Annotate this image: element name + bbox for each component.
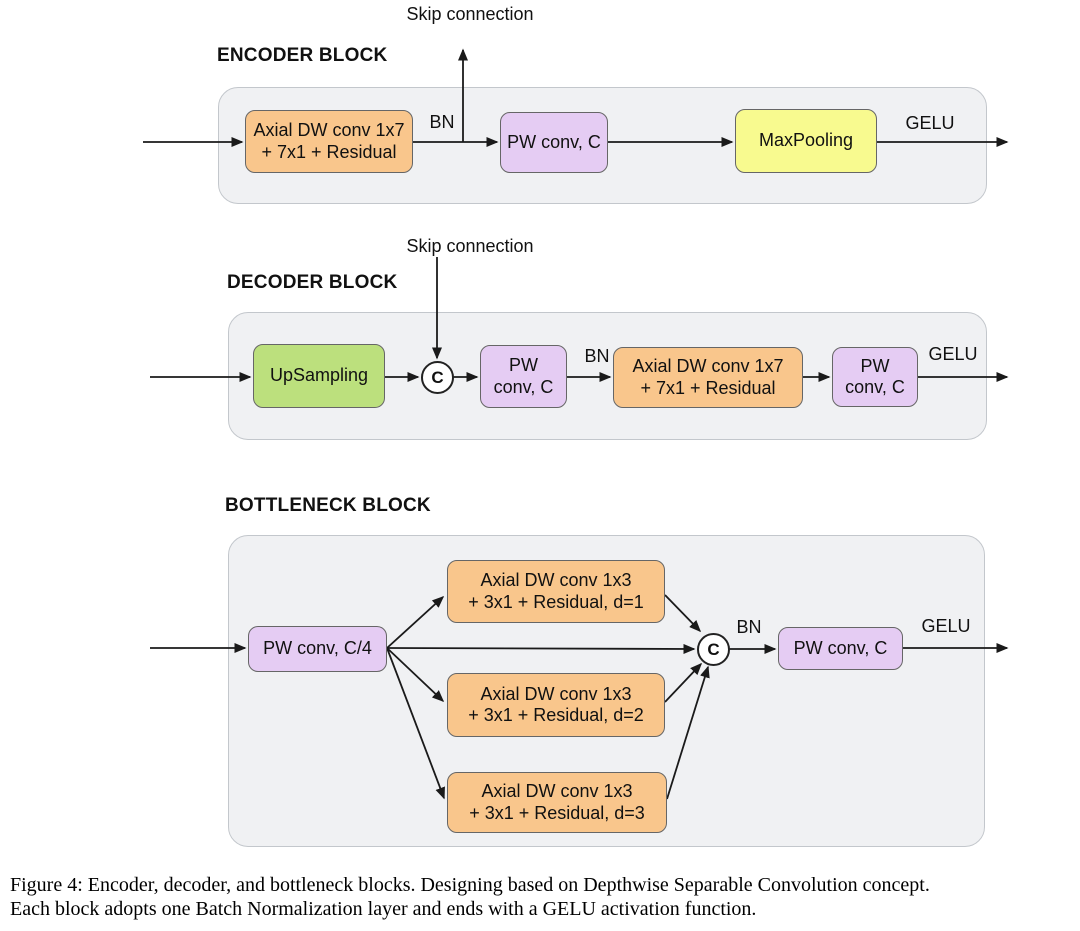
decoder-axial-dw-conv-box: Axial DW conv 1x7 + 7x1 + Residual <box>613 347 803 408</box>
bottleneck-branch2-box: Axial DW conv 1x3 + 3x1 + Residual, d=2 <box>447 673 665 737</box>
encoder-axial-dw-conv-box: Axial DW conv 1x7 + 7x1 + Residual <box>245 110 413 173</box>
bottleneck-fanout-branch3-arrow <box>386 647 445 800</box>
bottleneck-block-title: BOTTLENECK BLOCK <box>225 495 431 516</box>
bottleneck-concat-node: C <box>697 633 730 666</box>
decoder-skip-connection-label: Skip connection <box>406 236 534 256</box>
encoder-bn-label: BN <box>429 112 455 132</box>
bottleneck-branch3-to-concat-arrow <box>666 665 710 800</box>
encoder-maxpooling-box: MaxPooling <box>735 109 877 173</box>
bottleneck-fanout-branch2-arrow <box>386 647 445 703</box>
bottleneck-fanout-branch1-arrow <box>386 595 445 649</box>
bottleneck-gelu-label: GELU <box>921 616 971 636</box>
bottleneck-bn-label: BN <box>736 617 762 637</box>
bottleneck-branch3-box: Axial DW conv 1x3 + 3x1 + Residual, d=3 <box>447 772 667 833</box>
figure-caption-line1: Figure 4: Encoder, decoder, and bottlene… <box>10 874 930 896</box>
bottleneck-pw-conv-in-box: PW conv, C/4 <box>248 626 387 672</box>
decoder-pw-conv-out-box: PW conv, C <box>832 347 918 407</box>
decoder-bn-label: BN <box>584 346 610 366</box>
bottleneck-branch1-to-concat-arrow <box>664 594 702 633</box>
decoder-pw-conv-in-box: PW conv, C <box>480 345 567 408</box>
encoder-pw-conv-box: PW conv, C <box>500 112 608 173</box>
encoder-gelu-label: GELU <box>905 113 955 133</box>
figure-caption: Figure 4: Encoder, decoder, and bottlene… <box>10 873 1074 921</box>
bottleneck-fanout-concat-arrow <box>386 643 696 654</box>
encoder-skip-connection-label: Skip connection <box>406 4 534 24</box>
bottleneck-pw-conv-out-box: PW conv, C <box>778 627 903 670</box>
figure-caption-line2: Each block adopts one Batch Normalizatio… <box>10 898 757 920</box>
bottleneck-branch1-box: Axial DW conv 1x3 + 3x1 + Residual, d=1 <box>447 560 665 623</box>
decoder-concat-node: C <box>421 361 454 394</box>
bottleneck-branch2-to-concat-arrow <box>664 662 703 703</box>
decoder-gelu-label: GELU <box>928 344 978 364</box>
decoder-upsampling-box: UpSampling <box>253 344 385 408</box>
encoder-block-title: ENCODER BLOCK <box>217 45 388 66</box>
decoder-block-title: DECODER BLOCK <box>227 272 398 293</box>
